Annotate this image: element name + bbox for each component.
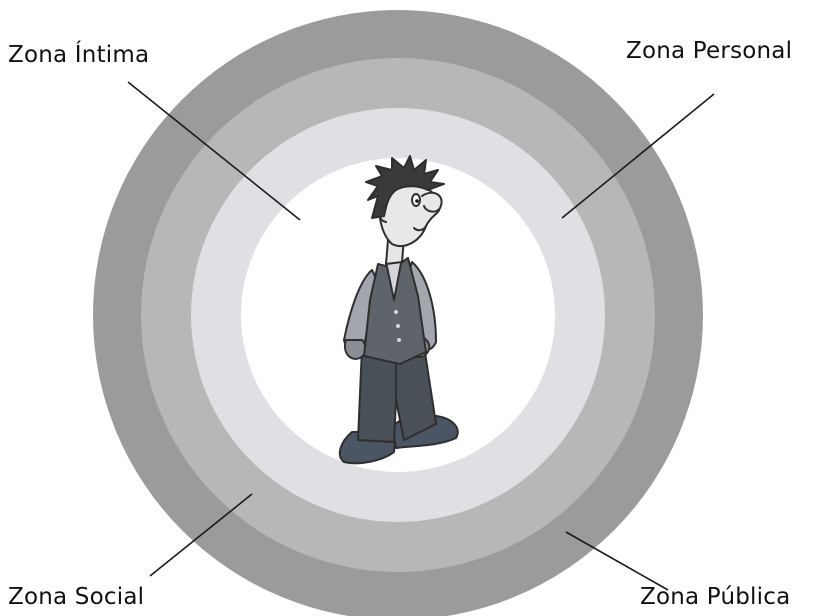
label-zona-publica: Zona Pública xyxy=(640,586,790,609)
nose xyxy=(422,193,442,212)
label-zona-intima: Zona Íntima xyxy=(8,44,149,67)
label-zona-personal: Zona Personal xyxy=(626,40,792,63)
leader-line-publica xyxy=(566,532,668,590)
label-zona-social: Zona Social xyxy=(8,586,144,609)
left-hand xyxy=(345,340,366,359)
